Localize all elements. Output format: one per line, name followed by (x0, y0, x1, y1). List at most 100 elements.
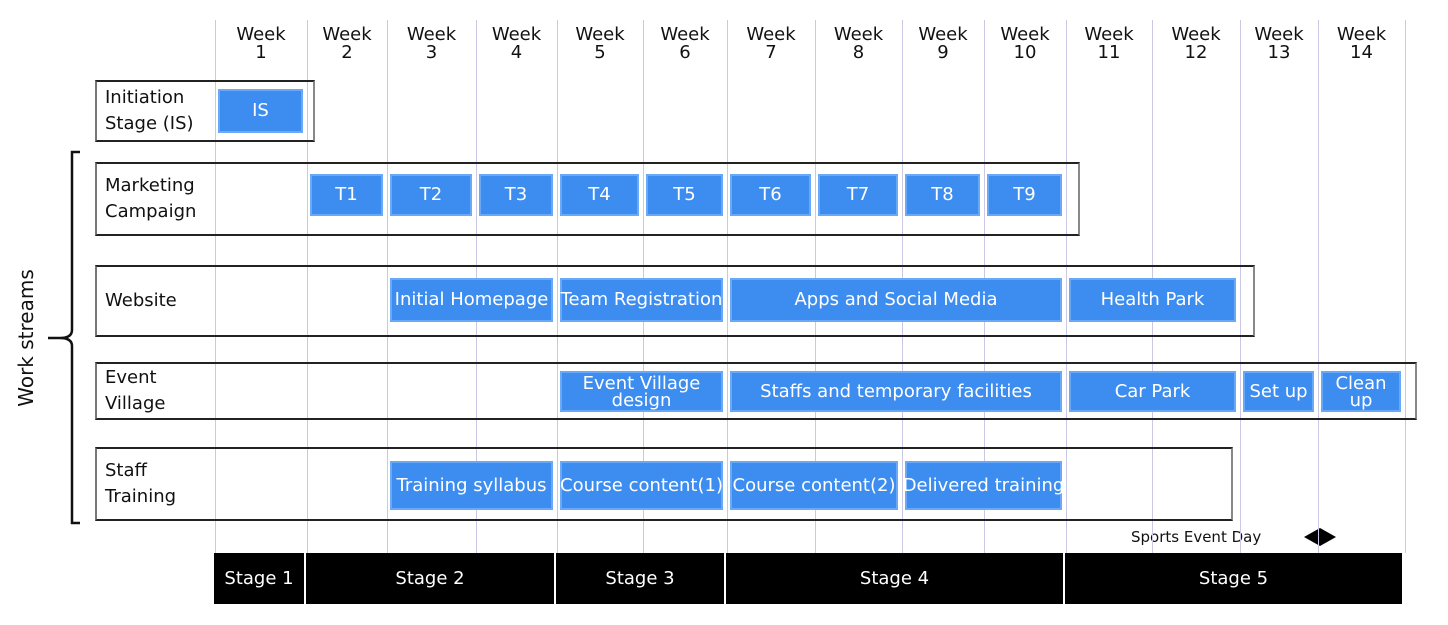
task-bar-label-line: T5 (673, 184, 696, 205)
task-bar[interactable]: T3 (479, 174, 553, 216)
stage-bar: Stage 3 (556, 553, 724, 604)
task-bar-label: Course content(1) (560, 474, 723, 496)
task-bar[interactable]: T2 (390, 174, 472, 216)
week-header-number: 3 (425, 42, 438, 63)
week-header-word: Week (833, 24, 884, 45)
week-gridline (1240, 20, 1241, 553)
workstream-label-line: Marketing (105, 175, 195, 196)
stage-label: Stage 3 (605, 568, 675, 589)
task-bar[interactable]: Health Park (1069, 278, 1236, 322)
week-gridline (1405, 20, 1406, 553)
task-bar-label-line: T2 (419, 184, 443, 205)
task-bar[interactable]: T6 (730, 174, 811, 216)
task-bar[interactable]: Apps and Social Media (730, 278, 1062, 322)
week-header-number: 1 (255, 42, 267, 63)
task-bar[interactable]: Training syllabus (390, 461, 553, 510)
task-bar-label-line: Initial Homepage (394, 289, 549, 310)
task-bar[interactable]: T4 (560, 174, 639, 216)
workstream-row (95, 265, 1255, 337)
task-bar-label-line: Staffs and temporary facilities (760, 380, 1032, 402)
stage-bar: Stage 2 (306, 553, 554, 604)
week-header-number: 6 (679, 42, 691, 63)
task-bar-label-line: IS (252, 100, 269, 121)
workstream-label-line: Staff (105, 460, 147, 481)
stage-label: Stage 2 (395, 568, 465, 589)
task-bar[interactable]: T5 (646, 174, 723, 216)
week-header-word: Week (1000, 24, 1050, 45)
week-header-number: 8 (852, 42, 865, 63)
week-header-number: 7 (765, 42, 777, 63)
stage-bar: Stage 1 (214, 553, 304, 604)
week-header-number: 10 (1013, 42, 1037, 63)
task-bar[interactable]: Car Park (1069, 371, 1236, 412)
task-bar-label-line: Apps and Social Media (794, 289, 998, 310)
task-bar-label-line: up (1349, 389, 1373, 411)
week-header-word: Week (575, 24, 625, 45)
task-bar-label-line: Course content(2) (732, 474, 896, 496)
task-bar-label-line: Clean (1335, 372, 1387, 394)
workstream-label-line: Stage (IS) (105, 113, 194, 134)
task-bar[interactable]: T1 (310, 174, 383, 216)
task-bar-label-line: Event Village (582, 372, 701, 394)
workstream-label-line: Event (105, 367, 157, 388)
task-bar-label: Car Park (1115, 382, 1191, 400)
workstream-label-line: Initiation (105, 87, 185, 108)
week-header-word: Week (746, 24, 796, 45)
task-bar-label-line: T3 (504, 184, 528, 205)
workstream-label-line: Campaign (105, 201, 197, 222)
task-bar-label-line: T6 (759, 184, 782, 205)
week-gridline (307, 20, 308, 553)
workstream-label: Website (105, 288, 177, 314)
task-bar[interactable]: T9 (987, 174, 1062, 216)
week-header-number: 12 (1184, 42, 1208, 63)
stage-bar: Stage 4 (726, 553, 1063, 604)
milestone-diamond-icon (1304, 528, 1336, 546)
week-gridline (215, 20, 216, 553)
task-bar-label: Delivered training (902, 474, 1065, 496)
task-bar-label: Apps and Social Media (794, 289, 998, 310)
task-bar[interactable]: Delivered training (902, 461, 1065, 510)
stage-label: Stage 5 (1198, 568, 1269, 589)
week-header-number: 14 (1350, 42, 1373, 63)
task-bar-label-line: T4 (588, 184, 611, 205)
task-bar-label: IS (252, 100, 269, 121)
task-bar-label-line: T9 (1013, 184, 1036, 205)
week-header-number: 2 (341, 42, 353, 63)
task-bar[interactable]: T8 (905, 174, 980, 216)
task-bar[interactable]: Course content(1) (560, 461, 723, 510)
task-bar-label: T1 (335, 184, 358, 205)
task-bar[interactable]: Staffs and temporary facilities (730, 371, 1062, 412)
task-bar[interactable]: Course content(2) (730, 461, 898, 510)
task-bar[interactable]: IS (218, 89, 303, 133)
workstream-row (95, 447, 1233, 521)
task-bar[interactable]: T7 (818, 174, 898, 216)
task-bar-label: T2 (419, 184, 443, 205)
task-bar[interactable]: Set up (1243, 371, 1314, 412)
week-header-word: Week (1254, 24, 1304, 45)
task-bar-label: Set up (1249, 382, 1307, 400)
task-bar-label: T7 (847, 186, 869, 204)
week-header-word: Week (1336, 24, 1387, 45)
task-bar-label-line: Course content(1) (560, 474, 723, 496)
task-bar-label: T9 (1013, 184, 1036, 205)
task-bar[interactable]: Initial Homepage (390, 278, 553, 322)
task-bar-label-line: T1 (335, 184, 358, 205)
task-bar-label-line: Delivered training (902, 474, 1065, 496)
task-bar-label-line: Training syllabus (396, 474, 547, 496)
task-bar[interactable]: Team Registration (560, 278, 723, 322)
